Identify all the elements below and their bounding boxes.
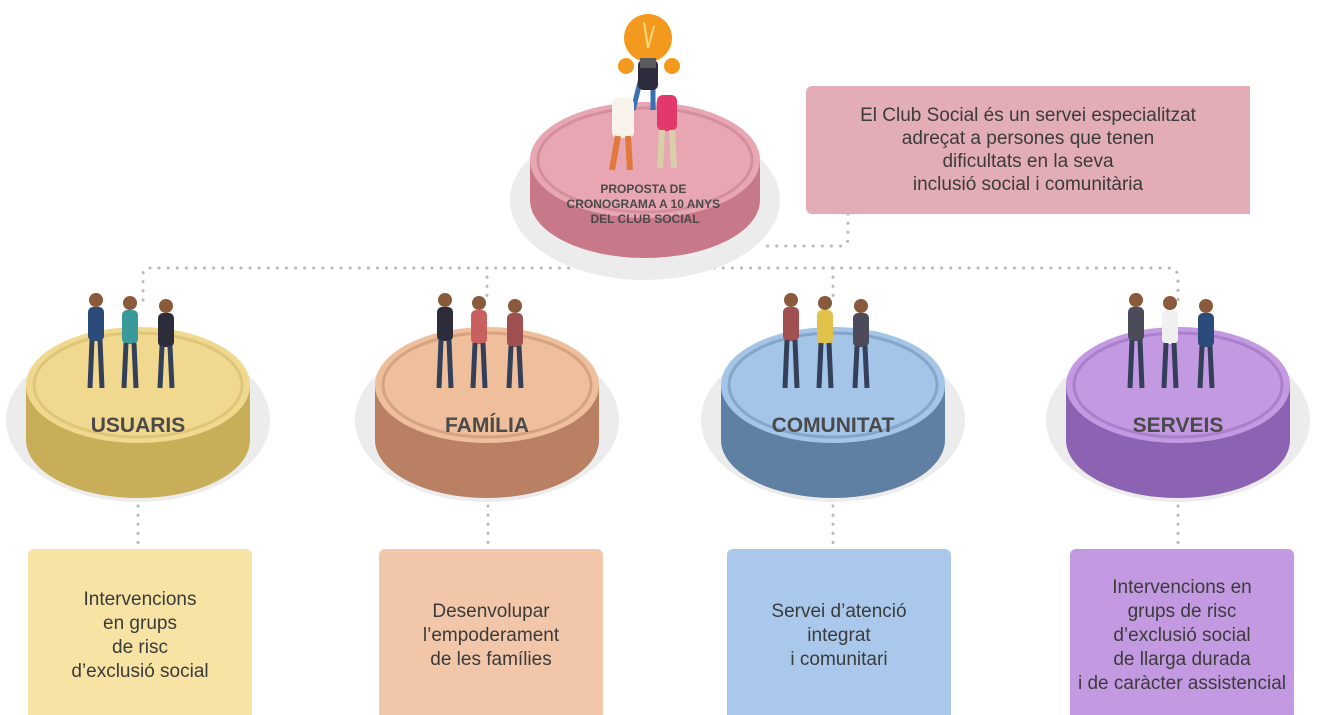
familia-description-box: Desenvolupar l’empoderament de les famíl…	[379, 549, 603, 715]
branch-nodes: USUARIS FAMÍLIA COMUNITAT SERVEIS	[6, 293, 1310, 502]
usuaris-people-illustration	[87, 293, 175, 389]
familia-label: FAMÍLIA	[445, 414, 529, 437]
serveis-label: SERVEIS	[1133, 414, 1224, 437]
central-title: PROPOSTA DE CRONOGRAMA A 10 ANYS DEL CLU…	[567, 182, 724, 226]
central-cylinder-rim	[536, 106, 754, 214]
club-social-definition-box: El Club Social és un servei especialitza…	[806, 86, 1250, 214]
familia-people-illustration	[436, 293, 524, 389]
people-lightbulb-illustration	[609, 14, 680, 171]
familia-node: FAMÍLIA	[355, 293, 619, 502]
comunitat-label: COMUNITAT	[772, 414, 895, 437]
lightbulb-icon	[624, 14, 672, 62]
comunitat-node: COMUNITAT	[701, 293, 965, 502]
central-cylinder-top	[530, 102, 760, 218]
comunitat-people-illustration	[782, 293, 870, 389]
connector-top-box	[760, 212, 850, 248]
serveis-people-illustration	[1127, 293, 1215, 389]
central-node: PROPOSTA DE CRONOGRAMA A 10 ANYS DEL CLU…	[510, 14, 780, 280]
usuaris-description-text: Intervencions en grups de risc d’exclusi…	[71, 589, 209, 682]
club-social-definition-text: El Club Social és un servei especialitza…	[860, 105, 1196, 195]
usuaris-description-box: Intervencions en grups de risc d’exclusi…	[28, 549, 252, 715]
serveis-node: SERVEIS	[1046, 293, 1310, 502]
usuaris-node: USUARIS	[6, 293, 270, 502]
serveis-description-text: Intervencions en grups de risc d’exclusi…	[1077, 577, 1287, 694]
familia-description-text: Desenvolupar l’empoderament de les famíl…	[422, 601, 560, 670]
comunitat-description-box: Servei d’atenció integrat i comunitari	[727, 549, 951, 715]
serveis-description-box: Intervencions en grups de risc d’exclusi…	[1070, 549, 1294, 715]
comunitat-description-text: Servei d’atenció integrat i comunitari	[771, 601, 907, 670]
usuaris-label: USUARIS	[91, 414, 186, 437]
